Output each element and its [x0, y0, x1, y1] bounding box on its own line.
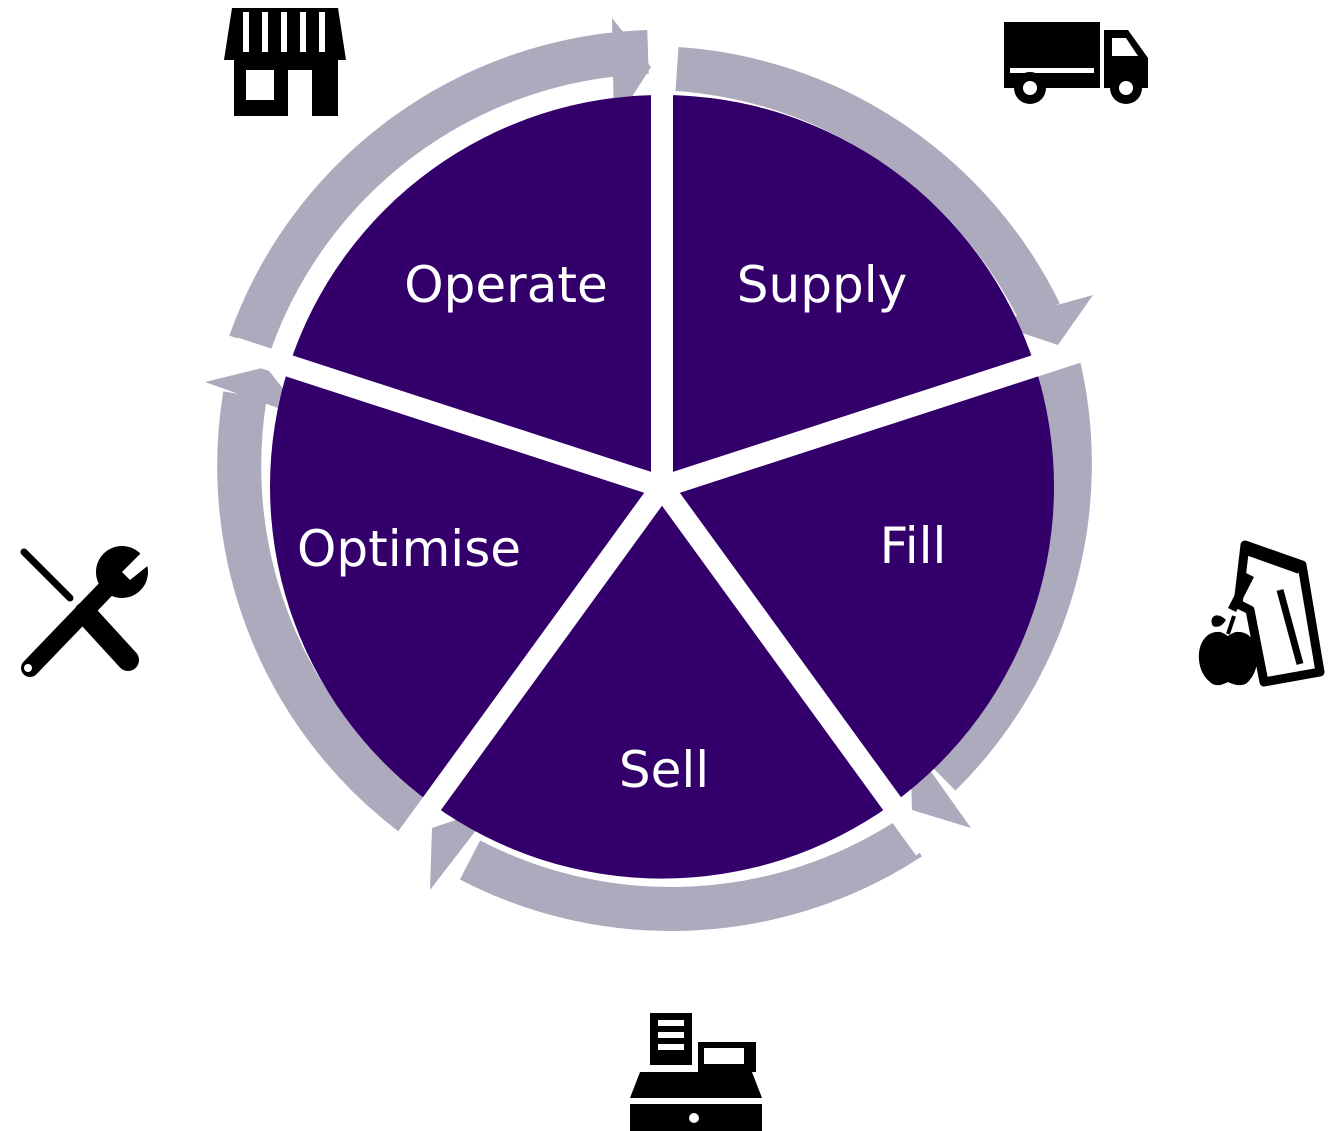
separator-line — [390, 480, 671, 856]
cycle-arrow-sell-to-optimise — [459, 819, 923, 932]
store-icon — [224, 8, 346, 116]
segment-label-operate: Operate — [404, 256, 607, 314]
segment-labels: Operate Supply Fill Sell Optimise — [297, 256, 946, 799]
separator-line — [653, 480, 934, 856]
grocery-bag-apple-icon — [1198, 540, 1325, 687]
cycle-arrow-operate-to-supply — [229, 30, 649, 351]
cash-register-icon — [630, 1013, 762, 1131]
segment-label-fill: Fill — [880, 517, 947, 575]
segment-label-supply: Supply — [737, 256, 907, 314]
segment-fill — [662, 366, 1055, 804]
arrowhead-icon — [992, 295, 1093, 345]
truck-icon — [1004, 22, 1148, 104]
separator-line — [658, 337, 1094, 498]
tools-icon — [20, 540, 160, 677]
cycle-arrow-optimise-to-operate — [217, 391, 433, 838]
segment-optimise — [269, 366, 662, 804]
segment-label-sell: Sell — [619, 741, 709, 799]
segment-separators — [230, 40, 1094, 856]
segment-sell — [432, 487, 892, 879]
separator-line — [230, 337, 666, 498]
cycle-arrow-supply-to-fill — [675, 47, 1060, 323]
segment-label-optimise: Optimise — [297, 520, 521, 578]
cycle-arrow-fill-to-sell — [924, 357, 1092, 791]
